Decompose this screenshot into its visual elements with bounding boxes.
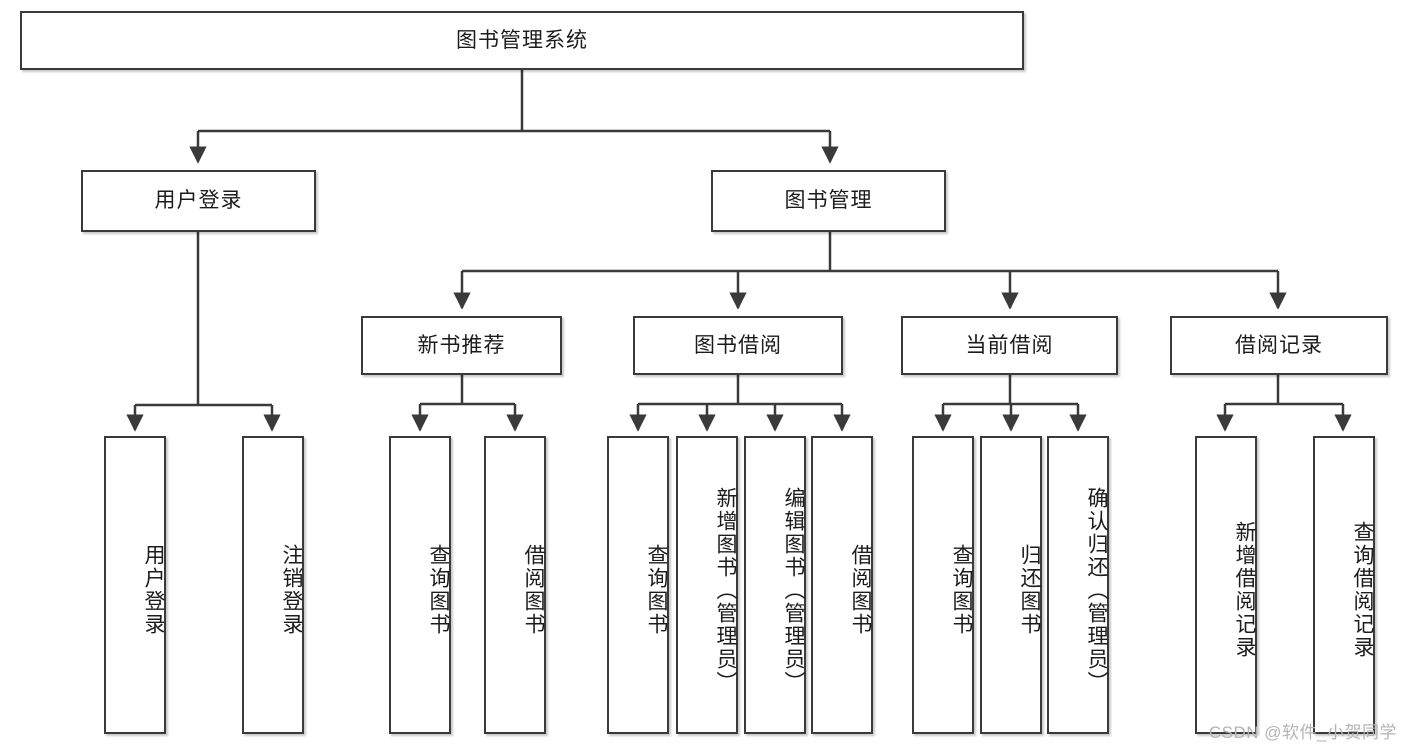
leaf-record-query-record[interactable]: 查询借阅记录: [1313, 436, 1375, 734]
node-label: 查询借阅记录: [1351, 521, 1374, 659]
node-borrow-record[interactable]: 借阅记录: [1170, 316, 1388, 375]
node-label: 图书管理: [784, 189, 873, 213]
node-label: 新书推荐: [417, 333, 506, 357]
node-label: 查询图书: [645, 544, 668, 636]
node-label: 用户登录: [142, 544, 165, 636]
leaf-current-confirm-return-admin[interactable]: 确认归还（管理员）: [1047, 436, 1109, 734]
leaf-borrow-query-book[interactable]: 查询图书: [607, 436, 669, 734]
leaf-borrow-add-book-admin[interactable]: 新增图书（管理员）: [676, 436, 738, 734]
node-label: 图书借阅: [694, 333, 782, 357]
node-label: 查询图书: [950, 544, 973, 636]
node-label: 新增借阅记录: [1233, 521, 1256, 659]
leaf-borrow-edit-book-admin[interactable]: 编辑图书（管理员）: [744, 436, 806, 734]
node-book-borrow[interactable]: 图书借阅: [633, 316, 843, 375]
node-new-book-recommend[interactable]: 新书推荐: [361, 316, 562, 375]
node-label: 借阅图书: [849, 544, 872, 636]
node-user-login[interactable]: 用户登录: [81, 170, 316, 232]
node-label: 注销登录: [280, 544, 303, 636]
leaf-user-login-logout[interactable]: 注销登录: [242, 436, 304, 734]
node-label: 归还图书: [1018, 544, 1041, 636]
leaf-user-login-login[interactable]: 用户登录: [104, 436, 166, 734]
node-label: 查询图书: [427, 544, 450, 636]
node-book-management[interactable]: 图书管理: [711, 170, 946, 232]
node-label: 借阅记录: [1235, 333, 1323, 357]
leaf-recommend-query-book[interactable]: 查询图书: [389, 436, 451, 734]
node-current-borrow[interactable]: 当前借阅: [901, 316, 1118, 375]
node-label: 编辑图书（管理员）: [782, 486, 805, 694]
node-label: 当前借阅: [965, 333, 1054, 357]
leaf-current-return-book[interactable]: 归还图书: [980, 436, 1042, 734]
leaf-borrow-borrow-book[interactable]: 借阅图书: [811, 436, 873, 734]
leaf-record-add-record[interactable]: 新增借阅记录: [1195, 436, 1257, 734]
node-label: 新增图书（管理员）: [714, 486, 737, 694]
node-label: 用户登录: [154, 189, 243, 213]
leaf-recommend-borrow-book[interactable]: 借阅图书: [484, 436, 546, 734]
node-root-system[interactable]: 图书管理系统: [20, 11, 1024, 70]
leaf-current-query-book[interactable]: 查询图书: [912, 436, 974, 734]
node-label: 图书管理系统: [456, 28, 588, 52]
watermark-text: CSDN @软件_小贺同学: [1208, 723, 1397, 742]
node-label: 确认归还（管理员）: [1085, 486, 1108, 694]
node-label: 借阅图书: [522, 544, 545, 636]
